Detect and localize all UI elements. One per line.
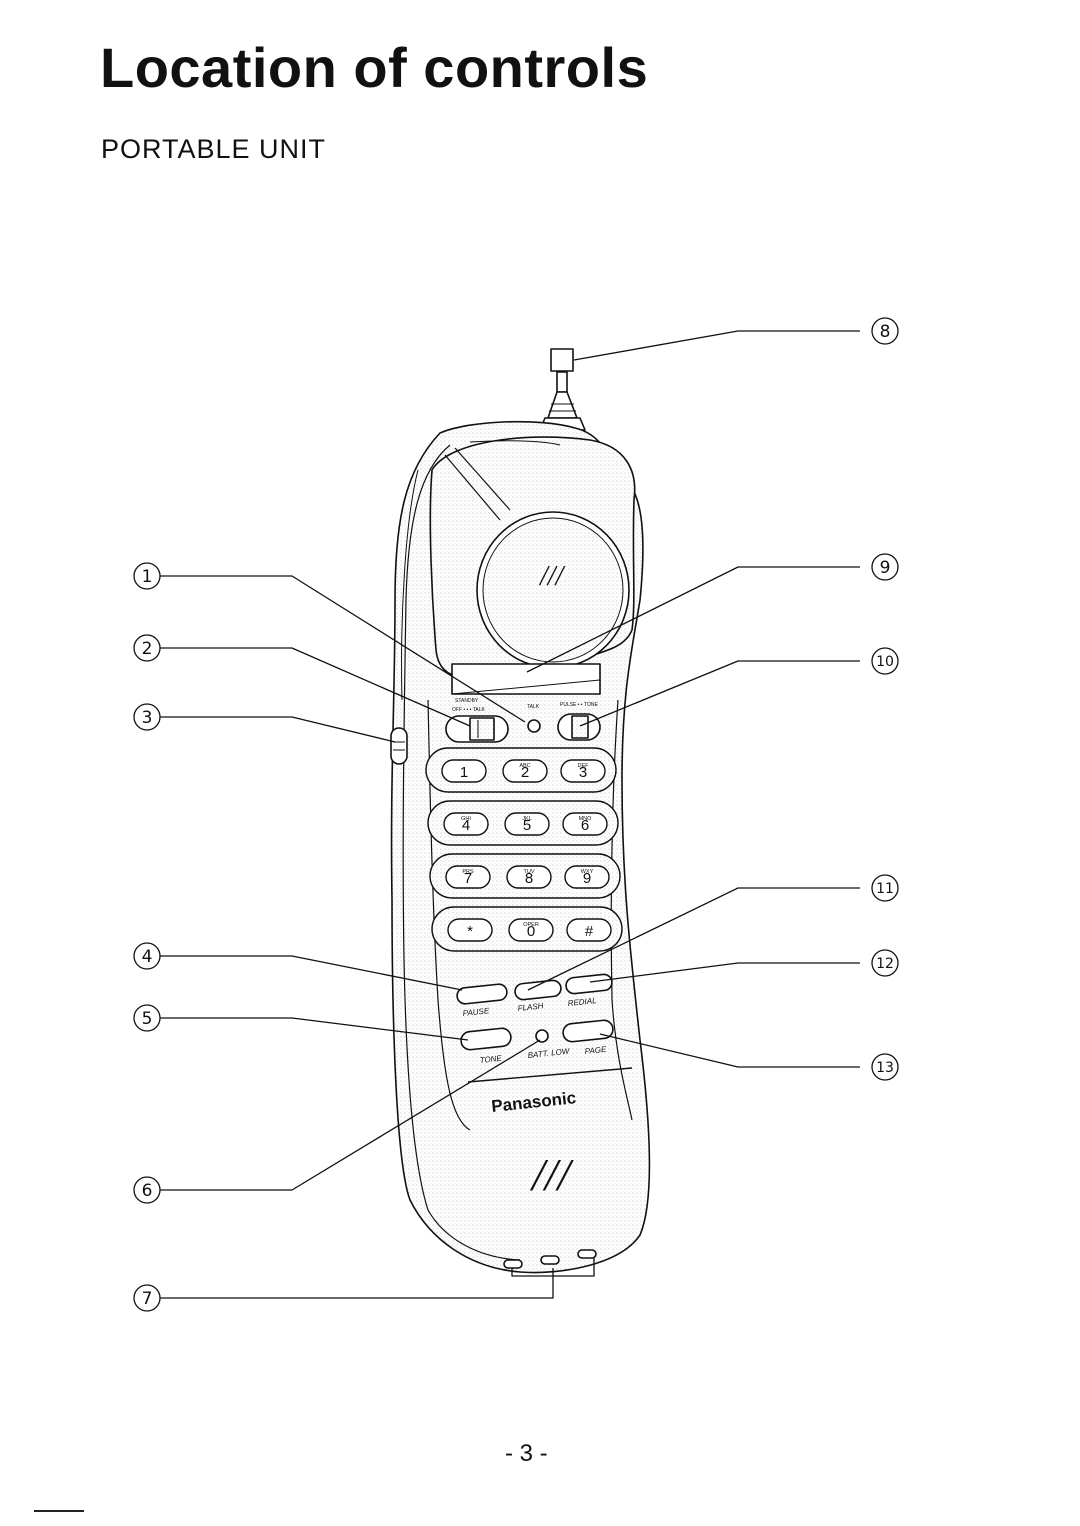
key-6[interactable] — [562, 812, 608, 836]
callout-11 — [871, 874, 899, 902]
callout-5 — [133, 1004, 161, 1032]
key-star[interactable] — [447, 918, 493, 942]
page-title: Location of controls — [100, 36, 649, 99]
pulse-tone-switch[interactable] — [557, 713, 601, 741]
callout-number: 11 — [876, 881, 894, 897]
callout-3 — [133, 703, 161, 731]
callout-6 — [133, 1176, 161, 1204]
tone-button[interactable] — [460, 1027, 512, 1051]
flash-label: FLASH — [517, 1001, 544, 1013]
callout-2 — [133, 634, 161, 662]
flash-button[interactable] — [514, 979, 562, 1001]
callout-number: 2 — [142, 639, 153, 659]
key-digit: 2 — [521, 764, 529, 781]
standby-label: STANDBY — [455, 698, 479, 704]
callout-number: 5 — [142, 1009, 153, 1029]
key-digit: 6 — [581, 817, 589, 834]
key-5[interactable] — [504, 812, 550, 836]
key-7[interactable] — [445, 865, 491, 889]
charge-contacts — [503, 1249, 597, 1269]
redial-button[interactable] — [565, 973, 613, 995]
key-1[interactable] — [441, 759, 487, 783]
key-letters: ABC — [519, 763, 530, 769]
page-number: - 3 - — [505, 1440, 548, 1467]
key-letters: OPER — [523, 922, 539, 928]
key-2[interactable] — [502, 759, 548, 783]
callout-lines — [160, 330, 860, 1299]
callout-13 — [871, 1053, 899, 1081]
pause-button[interactable] — [456, 983, 508, 1005]
off-talk-label: OFF • • • TALK — [452, 707, 486, 713]
callout-number: 13 — [876, 1060, 894, 1076]
ringer-side-switch[interactable] — [390, 727, 408, 765]
callout-7 — [133, 1284, 161, 1312]
key-letters: JKL — [522, 816, 531, 822]
key-letters: DEF — [578, 763, 590, 769]
callout-number: 3 — [142, 708, 153, 728]
callout-number: 1 — [142, 567, 153, 587]
key-digit: 3 — [579, 764, 587, 781]
grille-mark: /// — [538, 561, 566, 592]
key-9[interactable] — [564, 865, 610, 889]
key-letters: MNO — [579, 816, 593, 822]
key-0[interactable] — [508, 918, 554, 942]
footer-rule — [34, 1510, 84, 1512]
pause-label: PAUSE — [462, 1006, 490, 1018]
key-digit: * — [467, 923, 473, 940]
callout-4 — [133, 942, 161, 970]
key-letters: WXY — [581, 869, 594, 875]
callout-number: 12 — [876, 956, 894, 972]
display-window — [451, 663, 601, 695]
callout-number: 6 — [142, 1181, 153, 1201]
talk-label: TALK — [527, 704, 540, 710]
callout-number: 4 — [142, 947, 153, 967]
callout-number: 7 — [142, 1289, 153, 1309]
pulse-tone-label: PULSE • • TONE — [560, 702, 598, 708]
page-subtitle: PORTABLE UNIT — [101, 134, 327, 164]
key-digit: 9 — [583, 870, 591, 887]
key-letters: GHI — [461, 816, 471, 822]
mouthpiece-mark: /// — [529, 1149, 575, 1200]
callout-12 — [871, 949, 899, 977]
key-letters: TUV — [524, 869, 535, 875]
key-digit: 1 — [460, 764, 468, 781]
key-3[interactable] — [560, 759, 606, 783]
key-digit: 0 — [527, 923, 535, 940]
key-digit: 7 — [464, 870, 472, 887]
batt-low-label: BATT. LOW — [527, 1047, 571, 1060]
antenna — [539, 348, 586, 431]
redial-label: REDIAL — [567, 996, 597, 1008]
callout-10 — [871, 647, 899, 675]
batt-low-indicator — [535, 1029, 549, 1043]
key-8[interactable] — [506, 865, 552, 889]
callout-number: 10 — [876, 654, 894, 670]
callout-1 — [133, 562, 161, 590]
key-digit: 8 — [525, 870, 533, 887]
callout-number: 9 — [880, 558, 891, 578]
key-letters: PRS — [462, 869, 474, 875]
callout-9 — [871, 553, 899, 581]
key-digit: # — [585, 923, 594, 940]
callout-8 — [871, 317, 899, 345]
key-hash[interactable] — [566, 918, 612, 942]
key-digit: 5 — [523, 817, 531, 834]
page-button[interactable] — [562, 1019, 614, 1043]
callout-number: 8 — [880, 322, 891, 342]
tone-label: TONE — [479, 1054, 503, 1065]
key-4[interactable] — [443, 812, 489, 836]
page-label: PAGE — [584, 1045, 607, 1056]
key-digit: 4 — [462, 817, 470, 834]
talk-indicator — [527, 719, 541, 733]
